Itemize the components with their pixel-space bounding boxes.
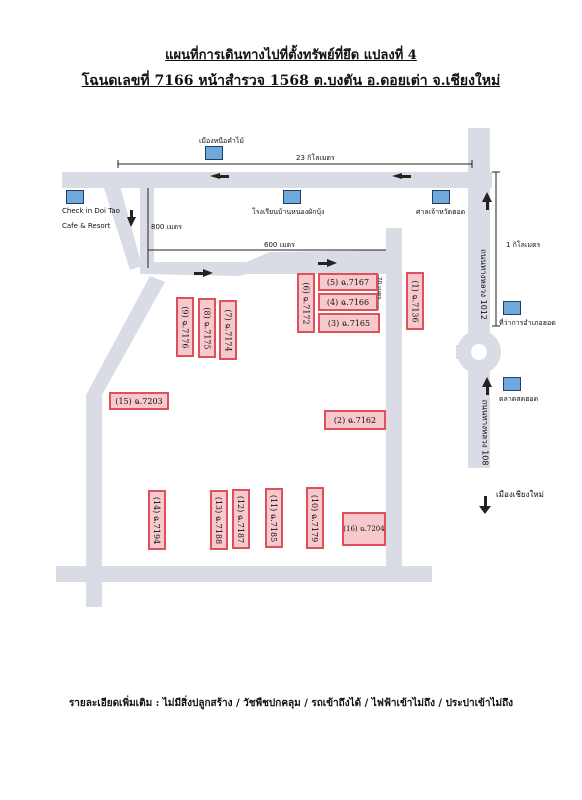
plot-1: (1) ฉ.7136 <box>406 272 424 330</box>
plot-label: (4) ฉ.7166 <box>326 297 370 307</box>
road-hwy108 <box>468 368 490 468</box>
north-town-marker <box>205 146 223 160</box>
plot-4: (4) ฉ.7166 <box>318 293 378 311</box>
north-town-label: เมืองหนือคำไม้ <box>199 137 244 145</box>
plot-label: (2) ฉ.7162 <box>333 415 377 425</box>
plot-label: (14) ฉ.7194 <box>152 496 162 544</box>
distance-600m: 600 เมตร <box>264 241 295 249</box>
plot-3: (3) ฉ.7165 <box>318 313 380 333</box>
distance-23km: 23 กิโลเมตร <box>296 154 335 162</box>
map-subtitle: โฉนดเลขที่ 7166 หน้าสำรวจ 1568 ต.บงตัน อ… <box>81 73 501 89</box>
hwy1012-label: ถนนทางหลวง 1012 <box>478 249 488 320</box>
plot-2: (2) ฉ.7162 <box>324 410 386 430</box>
plot-label: (9) ฉ.7176 <box>180 305 190 349</box>
district-office-marker <box>503 301 521 315</box>
district-office-label: ที่ว่าการอำเภอฮอด <box>499 319 556 327</box>
footer-details: รายละเอียดเพิ่มเติม : ไม่มีสิ่งปลูกสร้าง… <box>68 698 514 709</box>
plot-label: (11) ฉ.7185 <box>269 494 279 542</box>
plot-8: (8) ฉ.7175 <box>198 298 216 358</box>
plot-7: (7) ฉ.7174 <box>219 300 237 360</box>
road-inner-east <box>386 228 402 573</box>
plot-label: (5) ฉ.7167 <box>326 277 370 287</box>
to-chiangmai-label: เมืองเชียงใหม่ <box>496 490 544 499</box>
road-top <box>62 172 492 188</box>
plot-label: (1) ฉ.7136 <box>410 279 420 323</box>
shrine-marker <box>432 190 450 204</box>
road-branch <box>140 186 154 266</box>
plot-label: (12) ฉ.7187 <box>236 495 246 543</box>
road-west <box>86 395 102 607</box>
plot-6: (6) ฉ.7172 <box>297 273 315 333</box>
plot-label: (15) ฉ.7203 <box>115 396 163 406</box>
plot-16: (16) ฉ.7204 <box>342 512 386 546</box>
school-label: โรงเรียนบ้านหนองผักบุ้ง <box>252 208 325 216</box>
plot-9: (9) ฉ.7176 <box>176 297 194 357</box>
plot-15: (15) ฉ.7203 <box>109 392 169 410</box>
plot-11: (11) ฉ.7185 <box>265 488 283 548</box>
plot-label: (10) ฉ.7179 <box>310 494 320 542</box>
road-hwy1012 <box>468 128 490 348</box>
plot-14: (14) ฉ.7194 <box>148 490 166 550</box>
plot-label: (6) ฉ.7172 <box>301 281 311 325</box>
shrine-label: ศาลเจ้าหวัดฮอด <box>416 208 466 216</box>
market-label: ตลาดสดฮอด <box>499 395 539 403</box>
plot-12: (12) ฉ.7187 <box>232 489 250 549</box>
plot-label: (3) ฉ.7165 <box>327 318 371 328</box>
hwy108-label: ถนนทางหลวง 108 <box>480 399 490 466</box>
cafe-label-2: Cafe & Resort <box>62 222 111 230</box>
market-marker <box>503 377 521 391</box>
distance-800m: 800 เมตร <box>151 223 182 231</box>
plot-label: (13) ฉ.7188 <box>214 496 224 544</box>
distance-1km: 1 กิโลเมตร <box>506 241 541 249</box>
map-title: แผนที่การเดินทางไปที่ตั้งทรัพย์ที่ยึด แป… <box>165 48 417 63</box>
plot-label: (16) ฉ.7204 <box>343 524 385 533</box>
plot-label: (8) ฉ.7175 <box>202 306 212 350</box>
plot-label: (7) ฉ.7174 <box>223 308 233 352</box>
plot-13: (13) ฉ.7188 <box>210 490 228 550</box>
plot-5: (5) ฉ.7167 <box>318 273 378 291</box>
cafe-label-1: Check in Doi Tao <box>62 207 120 215</box>
cafe-marker <box>66 190 84 204</box>
road-bottom <box>56 566 432 582</box>
school-marker <box>283 190 301 204</box>
plot-10: (10) ฉ.7179 <box>306 487 324 549</box>
